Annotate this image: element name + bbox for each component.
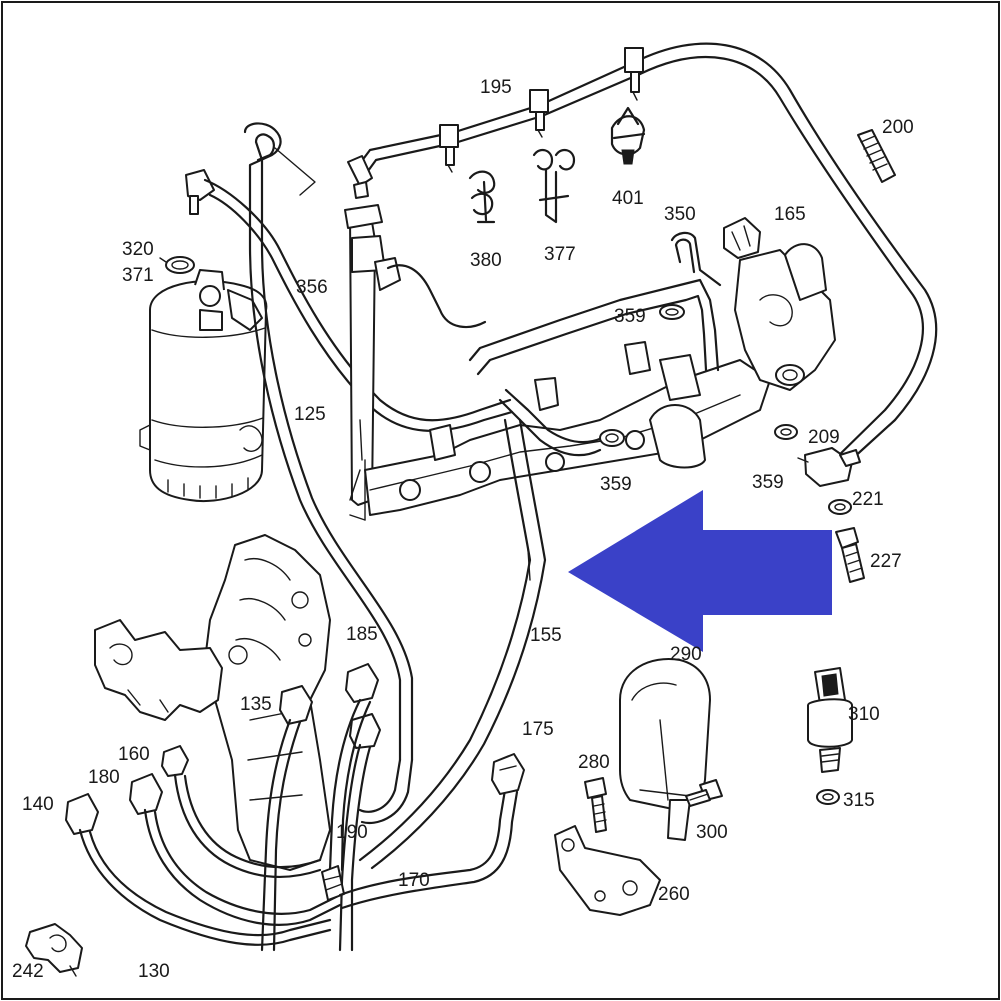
fuel-hose-170 xyxy=(338,788,519,910)
label-300: 300 xyxy=(696,822,728,843)
label-359-center: 359 xyxy=(600,474,632,495)
return-line-195 xyxy=(347,42,938,472)
fitting-135 xyxy=(279,685,313,725)
label-209: 209 xyxy=(808,427,840,448)
label-170: 170 xyxy=(398,870,430,891)
label-130: 130 xyxy=(138,961,170,982)
label-320: 320 xyxy=(122,239,154,260)
label-377: 377 xyxy=(544,244,576,265)
part-number-labels: 195 200 401 380 377 350 165 320 371 356 … xyxy=(12,77,914,982)
clamp-359-upper xyxy=(659,304,685,320)
label-135: 135 xyxy=(240,694,272,715)
manifold-housing-right xyxy=(734,243,836,391)
seal-ring-315 xyxy=(816,789,840,805)
fitting-209 xyxy=(797,447,861,487)
label-221: 221 xyxy=(852,489,884,510)
label-359-right: 359 xyxy=(752,472,784,493)
label-227: 227 xyxy=(870,551,902,572)
label-310: 310 xyxy=(848,704,880,725)
fuel-filter xyxy=(139,269,268,502)
label-200: 200 xyxy=(882,117,914,138)
label-359-upper: 359 xyxy=(614,306,646,327)
label-165: 165 xyxy=(774,204,806,225)
fitting-160 xyxy=(161,745,189,777)
fitting-175 xyxy=(491,753,525,795)
pressure-switch-310 xyxy=(807,667,853,773)
label-155: 155 xyxy=(530,625,562,646)
hose-clamp-320 xyxy=(159,256,195,274)
label-242: 242 xyxy=(12,961,44,982)
banjo-bolt-227 xyxy=(835,527,865,583)
sleeve-200 xyxy=(857,129,896,183)
bracket-260 xyxy=(554,825,661,916)
label-185: 185 xyxy=(346,624,378,645)
valve-242 xyxy=(25,923,83,977)
fuel-hose-350 xyxy=(670,231,722,287)
label-350: 350 xyxy=(664,204,696,225)
injection-pump xyxy=(94,534,331,871)
label-180: 180 xyxy=(88,767,120,788)
clamp-359-center xyxy=(599,429,625,447)
clip-401 xyxy=(610,106,646,165)
bolt-300 xyxy=(685,779,723,807)
fitting-140 xyxy=(65,793,99,835)
fuel-hose-125 xyxy=(243,122,414,762)
label-371: 371 xyxy=(122,265,154,286)
banjo-fitting-top-left xyxy=(185,169,215,215)
leak-off-loop xyxy=(468,278,720,457)
mount-290 xyxy=(619,658,711,841)
left-arrow-icon xyxy=(568,490,832,652)
label-160: 160 xyxy=(118,744,150,765)
bolt-280 xyxy=(584,777,607,833)
label-190: 190 xyxy=(336,822,368,843)
label-260: 260 xyxy=(658,884,690,905)
washer-221 xyxy=(828,499,852,515)
label-315: 315 xyxy=(843,790,875,811)
label-280: 280 xyxy=(578,752,610,773)
label-356: 356 xyxy=(296,277,328,298)
fitting-185 xyxy=(345,663,381,749)
fitting-180 xyxy=(129,773,163,815)
label-195: 195 xyxy=(480,77,512,98)
label-140: 140 xyxy=(22,794,54,815)
label-125: 125 xyxy=(294,404,326,425)
label-380: 380 xyxy=(470,250,502,271)
clamp-359-right xyxy=(774,424,798,440)
clip-377 xyxy=(532,148,576,224)
clip-380 xyxy=(468,170,496,224)
fuel-rail-assembly xyxy=(349,341,771,521)
injection-lines-130 xyxy=(78,698,414,952)
label-175: 175 xyxy=(522,719,554,740)
fitting-165 xyxy=(723,217,761,259)
label-290: 290 xyxy=(670,644,702,665)
fuel-hose-155 xyxy=(358,418,547,870)
label-401: 401 xyxy=(612,188,644,209)
